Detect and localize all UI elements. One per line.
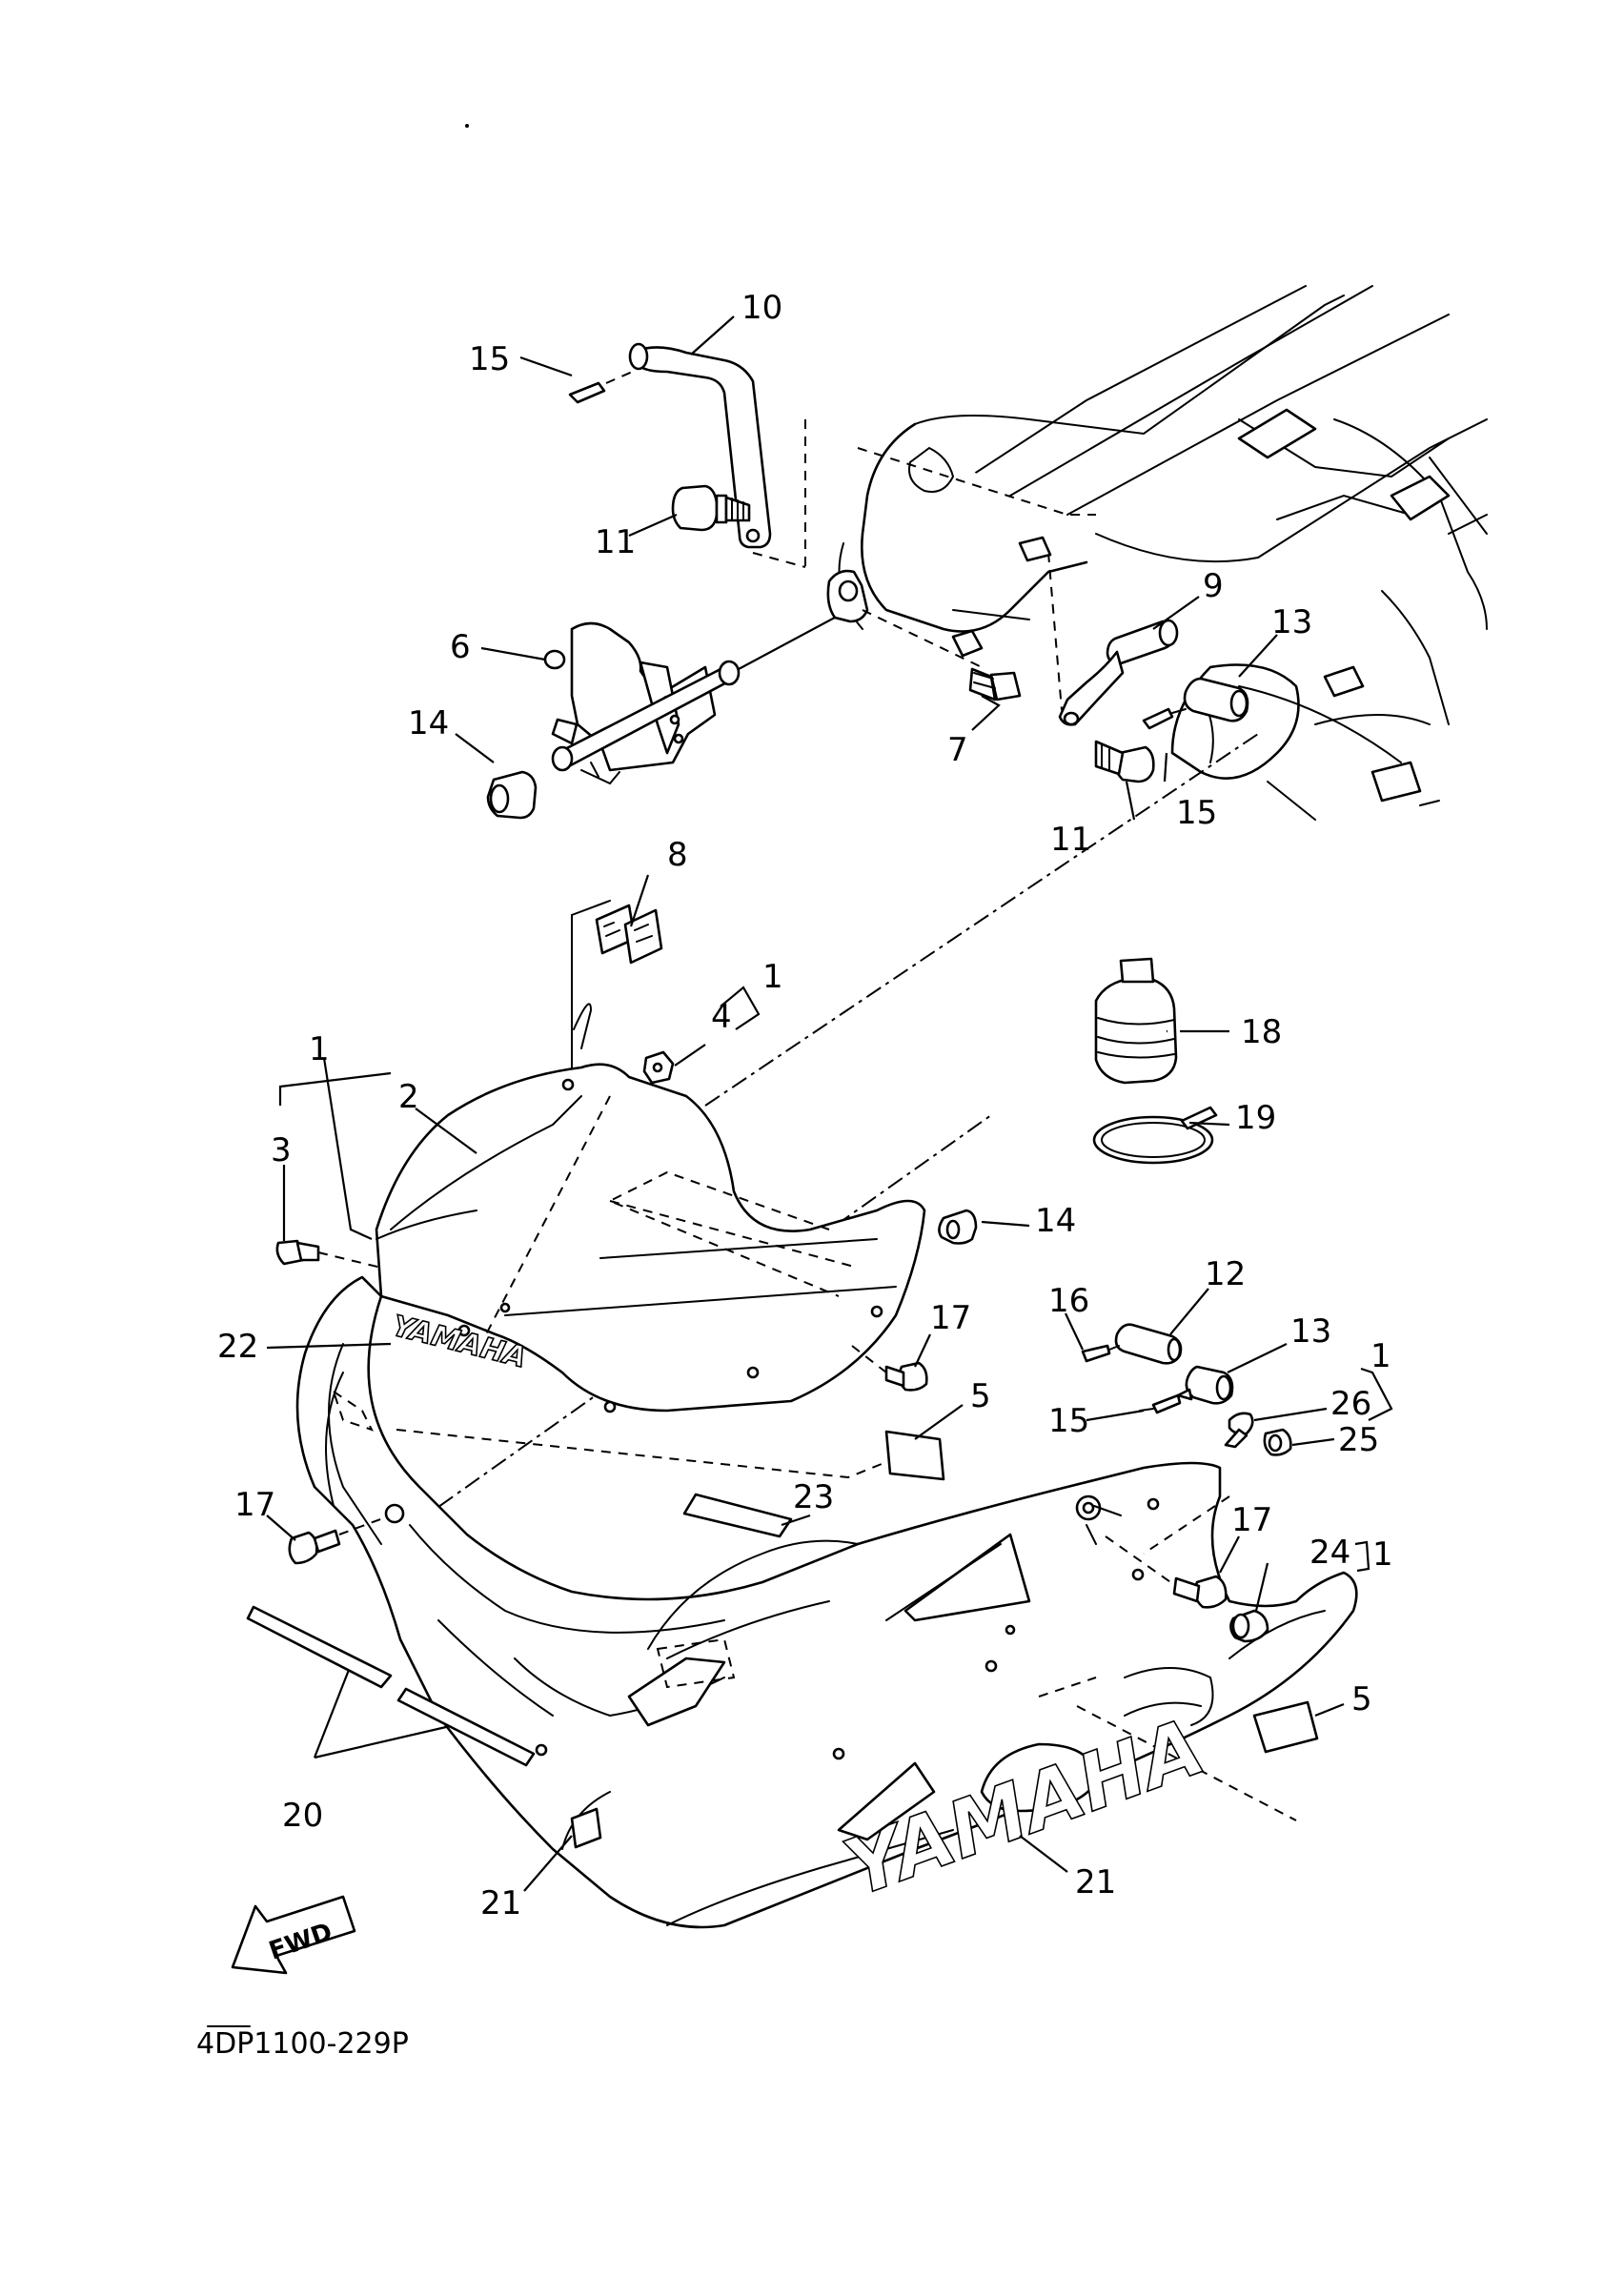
callout-17-right: 17 — [1231, 1501, 1272, 1539]
callout-18: 18 — [1241, 1013, 1282, 1051]
part-11-bolt-lower — [1094, 740, 1155, 783]
callout-21-left: 21 — [480, 1884, 521, 1922]
part-13-collar-upper — [1183, 677, 1249, 722]
part-15-clip-lower — [1139, 1388, 1193, 1414]
frame-section — [838, 285, 1488, 821]
callout-20: 20 — [282, 1797, 323, 1835]
callout-10: 10 — [741, 289, 782, 327]
part-9-stay — [1018, 536, 1179, 726]
callout-16: 16 — [1048, 1282, 1089, 1320]
callout-2: 2 — [398, 1078, 419, 1116]
part-18-can — [1094, 957, 1178, 1085]
callout-23: 23 — [793, 1478, 834, 1516]
callout-1-right: 1 — [1370, 1337, 1391, 1375]
part-26-clip — [1224, 1412, 1254, 1449]
callout-26: 26 — [1330, 1385, 1371, 1423]
part-13-collar-lower — [1185, 1365, 1234, 1405]
callout-1-top: 1 — [762, 958, 783, 996]
part-11-bolt-upper — [671, 484, 751, 532]
callout-5-mid: 5 — [970, 1377, 991, 1415]
part-5-pad-mid — [884, 1430, 945, 1481]
callout-12: 12 — [1205, 1255, 1246, 1293]
part-23-strip — [682, 1493, 793, 1538]
callout-1-left: 1 — [309, 1030, 330, 1068]
diagram-code: 4DP1100-229P — [196, 2027, 409, 2061]
part-5-pad-right — [1252, 1700, 1319, 1754]
part-14-grommet-lower — [938, 1209, 978, 1245]
part-10-stay — [628, 342, 806, 568]
part-14-grommet-upper — [486, 770, 538, 820]
part-8-damper — [571, 900, 663, 1068]
callout-25: 25 — [1338, 1421, 1379, 1459]
callout-6: 6 — [450, 628, 471, 666]
callout-15-lower: 15 — [1048, 1402, 1089, 1440]
frame-boss — [826, 569, 984, 668]
part-15-pin — [568, 381, 606, 404]
callout-13-lower: 13 — [1290, 1312, 1331, 1351]
callout-8: 8 — [667, 836, 688, 874]
part-2-windscreen — [375, 1063, 926, 1413]
callout-4: 4 — [711, 998, 732, 1036]
callout-7: 7 — [947, 731, 968, 769]
callout-21-right: 21 — [1075, 1863, 1116, 1901]
callout-24: 24 — [1309, 1534, 1350, 1572]
part-4-nut — [642, 1044, 706, 1085]
callout-17-mid: 17 — [930, 1299, 971, 1337]
logo-emblem — [837, 1761, 936, 1841]
callout-1-bottom: 1 — [1372, 1535, 1393, 1574]
callout-11-upper: 11 — [595, 523, 636, 561]
assembly-line — [704, 733, 1259, 1107]
part-17-screw-left — [288, 1503, 405, 1565]
part-7-bolt — [968, 667, 1022, 701]
part-1-cowling — [295, 1275, 1358, 1929]
callout-14-lower: 14 — [1035, 1202, 1076, 1240]
part-17-screw-mid — [851, 1345, 928, 1392]
callout-15-upper: 15 — [469, 340, 510, 378]
callout-15-mid: 15 — [1176, 794, 1217, 832]
callout-13-upper: 13 — [1271, 603, 1312, 641]
callout-9: 9 — [1203, 567, 1224, 605]
callout-labels: 10 15 11 6 14 7 9 13 11 15 8 1 4 18 19 1… — [217, 289, 1393, 1922]
part-6-bracket — [543, 621, 741, 785]
part-21-emblem-left — [570, 1807, 602, 1849]
part-20-strip-a — [246, 1605, 393, 1689]
part-17-screw-right — [1105, 1535, 1228, 1609]
leader-lines — [266, 315, 1393, 1892]
fwd-arrow-icon: FWD — [231, 1895, 356, 1975]
part-12-pin — [1114, 1323, 1183, 1365]
callout-11-lower: 11 — [1050, 821, 1091, 859]
part-15-clip-upper — [1142, 707, 1174, 730]
part-25-grommet — [1263, 1428, 1292, 1456]
part-20-strip-b — [396, 1687, 536, 1767]
callout-3: 3 — [271, 1131, 292, 1169]
callout-14-upper: 14 — [408, 704, 449, 742]
callout-19: 19 — [1235, 1099, 1276, 1137]
callout-17-left: 17 — [234, 1486, 275, 1524]
callout-5-right: 5 — [1351, 1680, 1372, 1718]
callout-22: 22 — [217, 1328, 258, 1366]
part-19-band — [1092, 1106, 1218, 1165]
part-24-clip — [1229, 1609, 1269, 1643]
part-3-screw — [275, 1239, 382, 1269]
part-16-cotter — [1081, 1344, 1111, 1363]
